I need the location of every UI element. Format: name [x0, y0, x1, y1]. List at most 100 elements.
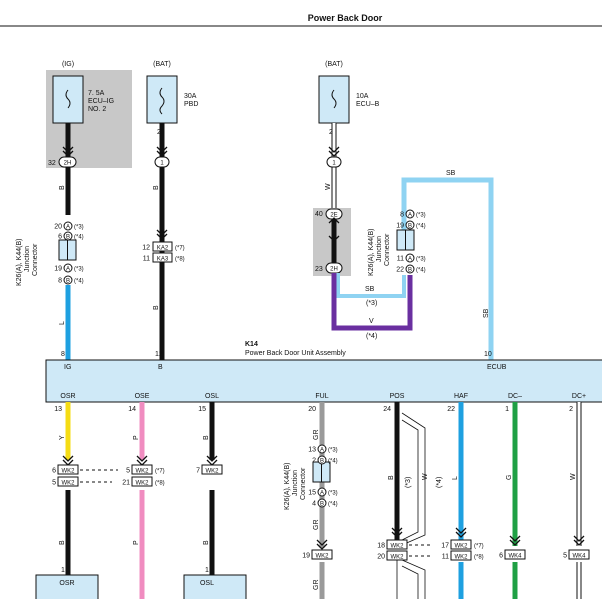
- junction-pin-circle: [317, 487, 327, 497]
- wire-label-w: W: [325, 183, 332, 190]
- fuse3-symbol-icon: [331, 89, 337, 109]
- chevron-2e-icon: [328, 217, 340, 242]
- junction-pin-number: 13: [308, 447, 316, 454]
- lw-b1: B: [203, 435, 210, 440]
- wk-pin: 17: [441, 543, 449, 550]
- lw-b3: B: [203, 540, 210, 545]
- wk-note: (*8): [474, 555, 484, 561]
- bottom-box-osr-label: OSR: [59, 580, 74, 587]
- ka-tag-box: [152, 252, 173, 263]
- wk-tag-box: [504, 549, 526, 560]
- wk-tag-box: [311, 549, 333, 560]
- conn-2h-top: [58, 156, 77, 168]
- wk-note: (*8): [155, 481, 165, 487]
- junction-pin-letter: B: [66, 234, 70, 240]
- wk-tag: WK2: [61, 480, 75, 486]
- conn-1-right-label: 1: [332, 161, 336, 167]
- wk-tag: WK2: [454, 543, 468, 549]
- ka-note: (*8): [175, 257, 185, 263]
- wk-tag: WK2: [315, 553, 329, 559]
- wk-pin: 20: [377, 554, 385, 561]
- ka-pin: 12: [142, 245, 150, 252]
- junction-pin-circle: [405, 253, 415, 263]
- wk-pin: 21: [122, 480, 130, 487]
- bottom-box-osr-pin: 1: [61, 567, 65, 574]
- lw-y: Y: [59, 435, 66, 440]
- ka-tag-box: [152, 241, 173, 252]
- ecu-name: Power Back Door Unit Assembly: [245, 350, 346, 357]
- junction-pin-number: 22: [396, 267, 404, 274]
- wire-label-b1: B: [59, 185, 66, 190]
- wk-tag-box: [568, 549, 590, 560]
- junction-pin-letter: A: [408, 256, 412, 262]
- junction-pin-letter: B: [408, 223, 412, 229]
- wk-tag: WK4: [572, 553, 586, 559]
- jc-left-sub2: Connector: [32, 243, 39, 276]
- conn-2h-top-label: 2H: [64, 161, 72, 167]
- wire-sb-top: [401, 177, 494, 360]
- ecu-bottom-pin-number: 2: [569, 406, 573, 413]
- ecu-bottom-pin-label: POS: [390, 393, 405, 400]
- wire-sb-lower: [336, 273, 406, 298]
- jc-mid-sub2: Connector: [300, 467, 307, 500]
- wk-pin: 18: [377, 543, 385, 550]
- junction-pin-circle: [405, 209, 415, 219]
- chevron-ka-icon: [156, 229, 168, 240]
- sb-right-label: SB: [483, 308, 490, 318]
- junction-pin-note: (*4): [416, 268, 426, 274]
- chevron-down-icon: [573, 535, 585, 546]
- wk-connectors: WK26WK25WK25(*7)WK221(*8)WK27WK219WK218W…: [52, 455, 590, 561]
- junction-pin-number: 19: [54, 266, 62, 273]
- junction-pin-letter: A: [66, 224, 70, 230]
- ecu-block: [45, 359, 602, 403]
- conn-2e-pin: 40: [315, 211, 323, 218]
- lw-l: L: [452, 476, 459, 480]
- ecu-top-pin-number: 8: [61, 351, 65, 358]
- wk-note: (*7): [155, 469, 165, 475]
- wk-tag: WK2: [454, 554, 468, 560]
- lw-gr3: GR: [313, 580, 320, 591]
- conn-2h-bottom-label: 2H: [330, 267, 338, 273]
- ecu-top-pin-number: 10: [484, 351, 492, 358]
- ka-note: (*7): [175, 246, 185, 252]
- wk-pin: 6: [499, 553, 503, 560]
- fuse2-source: (BAT): [153, 61, 171, 68]
- junction-pin-number: 15: [308, 490, 316, 497]
- wire-v: [331, 273, 413, 331]
- ecu-bottom-pin-number: 15: [198, 406, 206, 413]
- junction-pin-circle: [317, 498, 327, 508]
- junction-pin-note: (*3): [74, 225, 84, 231]
- junction-pin-number: 2: [312, 458, 316, 465]
- jc-right-sub2: Connector: [384, 233, 391, 266]
- wk-tag-box: [131, 476, 153, 487]
- sb-top-label: SB: [446, 170, 456, 177]
- junction-pin-letter: A: [408, 212, 412, 218]
- jc-right-sub1: Junction: [376, 236, 383, 262]
- wire-label-b3: B: [153, 305, 160, 310]
- ecu-bottom-pin-number: 1: [505, 406, 509, 413]
- chevron-down-icon: [391, 527, 403, 538]
- fuse1-symbol-icon: [65, 89, 71, 109]
- wk-tag-box: [57, 476, 79, 487]
- ka-pin: 11: [143, 256, 150, 263]
- jc-right-title: K26(A), K44(B): [368, 229, 375, 276]
- diagram-title: Power Back Door: [308, 13, 383, 23]
- wk-tag: WK2: [205, 468, 219, 474]
- ecu-bottom-pin-number: 22: [447, 406, 455, 413]
- wk-tag-box: [131, 464, 153, 475]
- junction-pin-letter: B: [66, 278, 70, 284]
- ka-tag: KA3: [157, 256, 169, 262]
- wk-tag-box: [57, 464, 79, 475]
- junction-pin-circle: [317, 455, 327, 465]
- bottom-box-osr: [35, 574, 99, 599]
- ecu-top-pin-label: IG: [64, 364, 71, 371]
- junction-pin-letter: B: [320, 501, 324, 507]
- ecu-bottom-pin-number: 13: [54, 406, 62, 413]
- junction-pin-letter: A: [320, 447, 324, 453]
- junction-pin-circle: [405, 220, 415, 230]
- junction-pin-letter: B: [320, 458, 324, 464]
- ecu-top-pin-number: 12: [155, 351, 163, 358]
